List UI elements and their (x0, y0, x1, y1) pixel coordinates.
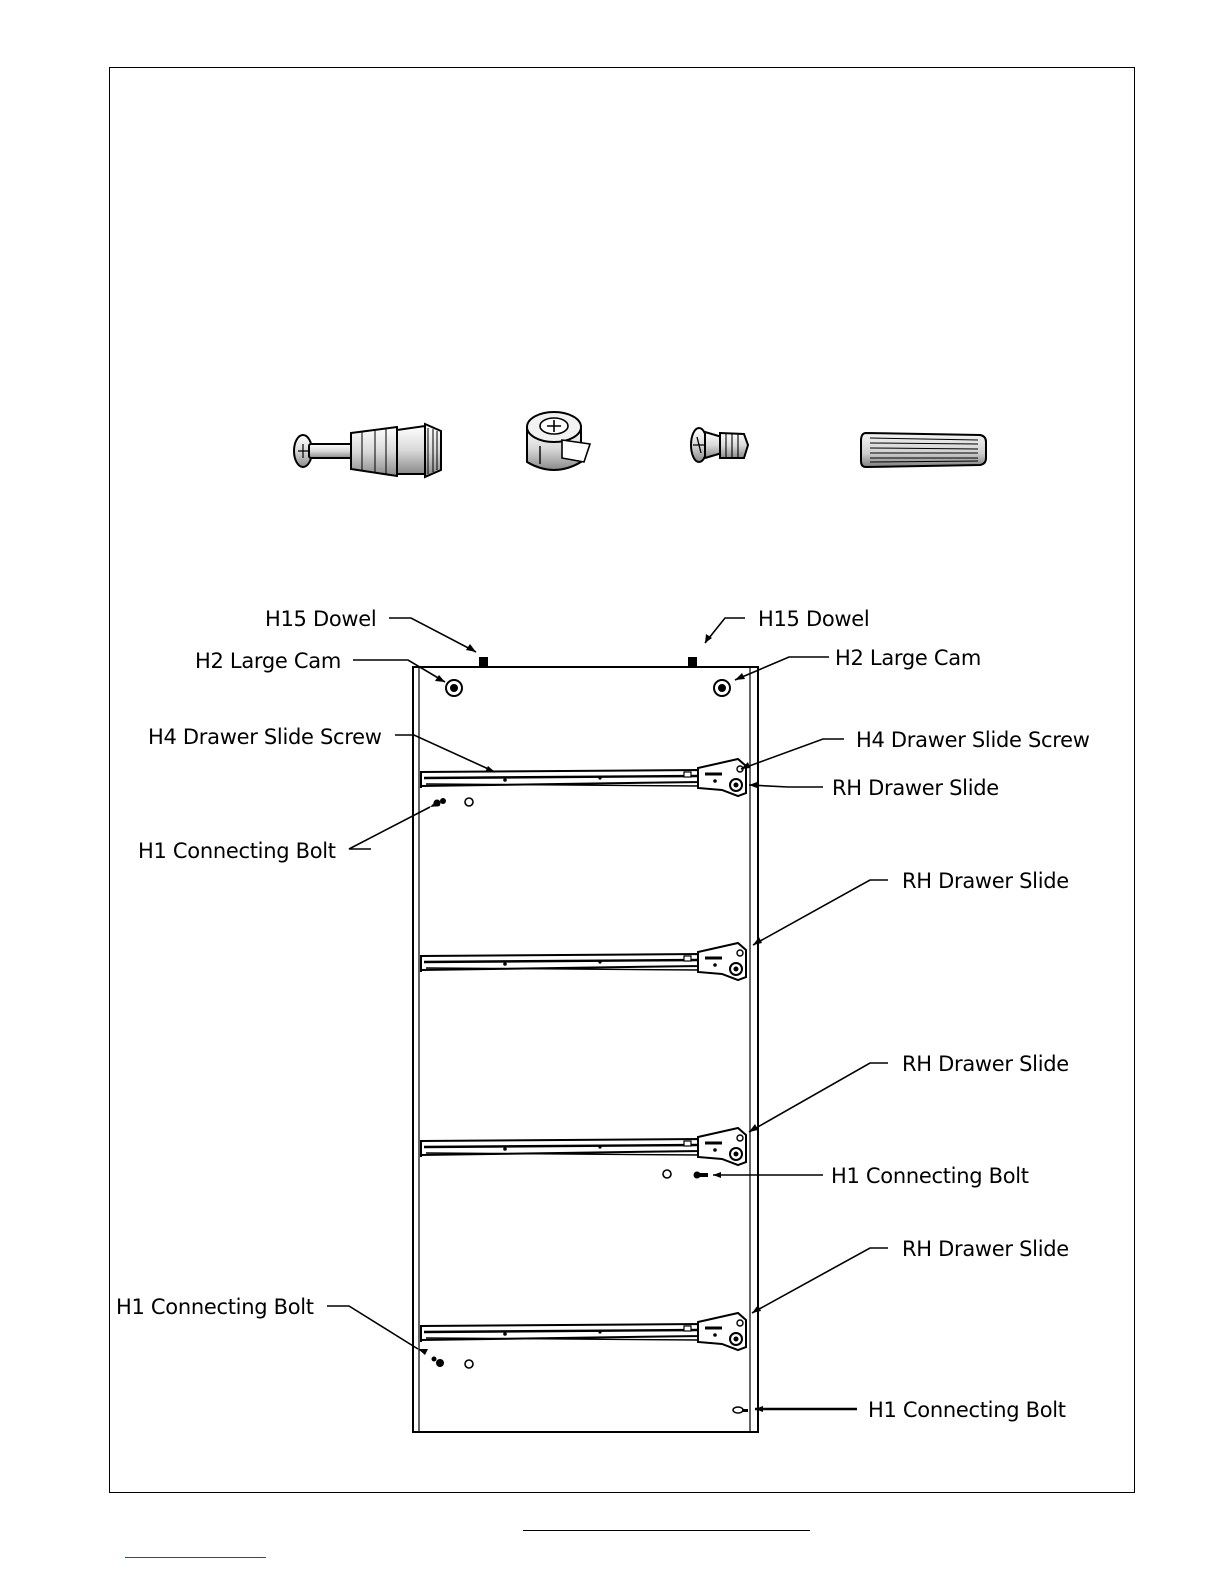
label-dowel-left: H15 Dowel (265, 607, 376, 631)
hole (663, 1170, 671, 1178)
bolt-icon (294, 424, 441, 477)
cam-icon (527, 412, 590, 470)
label-cam-right: H2 Large Cam (835, 646, 981, 670)
hardware-row (294, 412, 986, 477)
label-slide-4: RH Drawer Slide (902, 1237, 1069, 1261)
label-bolt-3: H1 Connecting Bolt (116, 1295, 314, 1319)
label-slide-1: RH Drawer Slide (832, 776, 999, 800)
cam-marker-left (446, 680, 462, 696)
cam-marker-right (714, 680, 730, 696)
label-bolt-2: H1 Connecting Bolt (831, 1164, 1029, 1188)
label-screw-left: H4 Drawer Slide Screw (148, 725, 382, 749)
label-bolt-1: H1 Connecting Bolt (138, 839, 336, 863)
label-slide-2: RH Drawer Slide (902, 869, 1069, 893)
label-bolt-4: H1 Connecting Bolt (868, 1398, 1066, 1422)
footer-link-underline (125, 1557, 266, 1558)
hole (465, 1360, 473, 1368)
label-slide-3: RH Drawer Slide (902, 1052, 1069, 1076)
hole (465, 798, 473, 806)
label-dowel-right: H15 Dowel (758, 607, 869, 631)
footer-rule (523, 1530, 810, 1531)
dowel-marker-left (479, 657, 488, 666)
label-cam-left: H2 Large Cam (195, 649, 341, 673)
screw-icon (691, 428, 748, 462)
label-screw-right: H4 Drawer Slide Screw (856, 728, 1090, 752)
dowel-marker-right (688, 657, 697, 666)
dowel-icon (861, 433, 986, 467)
